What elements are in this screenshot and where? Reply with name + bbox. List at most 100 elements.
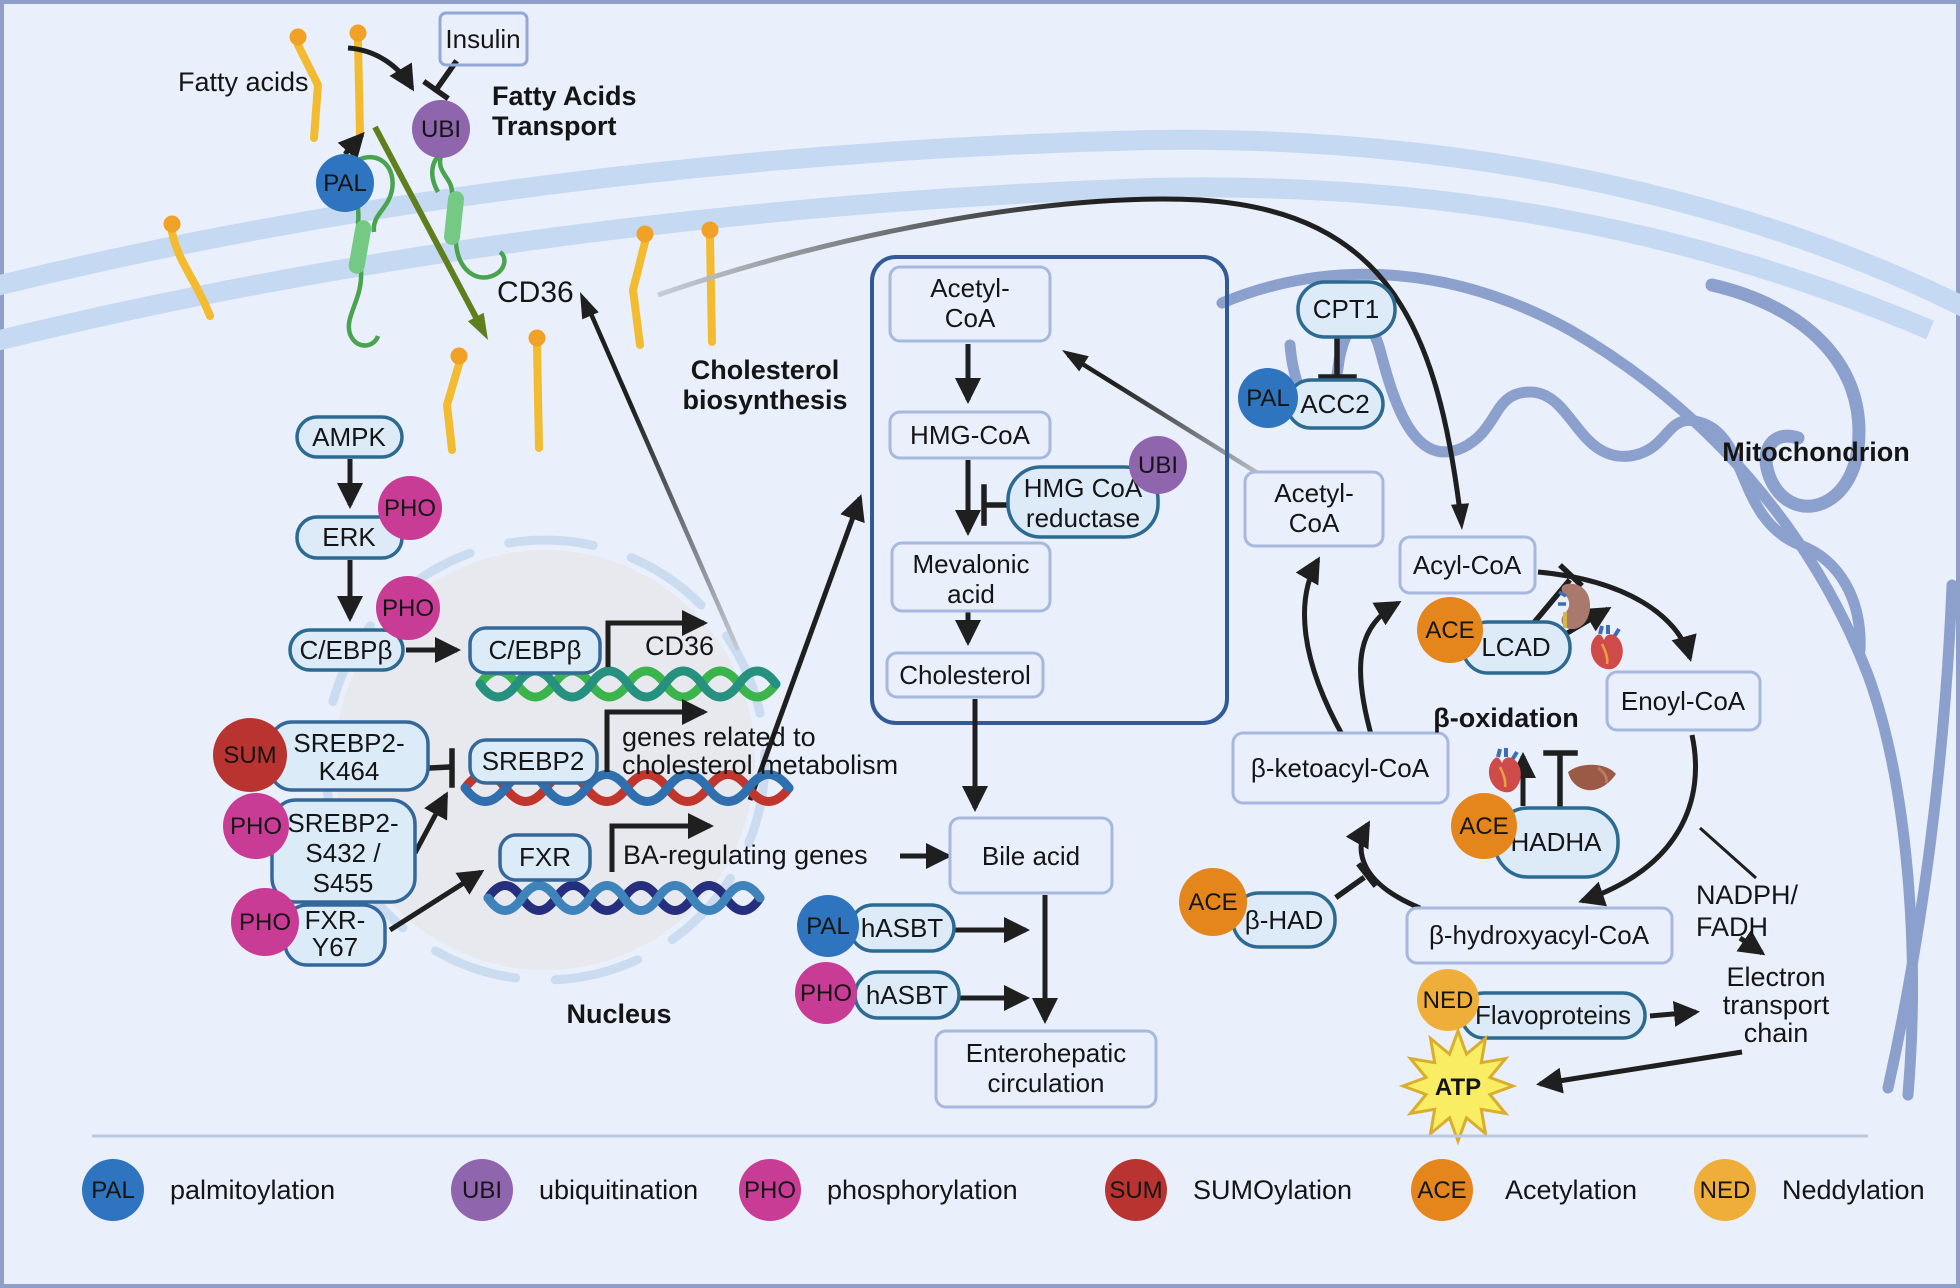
ampk-pill xyxy=(295,415,404,459)
pho-legend-badge xyxy=(739,1159,801,1221)
acyl-coa-label: Acyl-CoA xyxy=(1413,550,1522,580)
etc-label2: transport xyxy=(1723,990,1830,1020)
ketoacyl-box xyxy=(1231,731,1450,805)
hadha-label: HADHA xyxy=(1510,827,1602,857)
transmembrane-domain xyxy=(444,191,464,245)
acetylcoa-to-biosynthesis-arrow xyxy=(1066,353,1274,484)
pho-legend-name: phosphorylation xyxy=(827,1175,1018,1205)
srebp2-s432-label3: S455 xyxy=(313,868,374,898)
sum-badge-label: SUM xyxy=(223,742,276,769)
bile-acid-route: Bile acid hASBT hASBT PAL PHO Enterohepa… xyxy=(795,816,1158,1109)
liver-icon xyxy=(1568,764,1616,791)
hasbt-label: hASBT xyxy=(861,913,943,943)
insulin-box xyxy=(438,11,529,67)
transcription-arrow-srebp2 xyxy=(604,699,708,772)
fatty-acid-icon xyxy=(628,221,719,349)
nadph-label: NADPH/ xyxy=(1696,880,1799,910)
transcription-arrow-fxr xyxy=(609,813,714,872)
fattyacid-to-ubi-arrow xyxy=(347,45,415,92)
pho-badge-label: PHO xyxy=(239,909,291,936)
bhad-inhibition-bar xyxy=(1356,862,1378,888)
atp-label: ATP xyxy=(1435,1074,1481,1101)
enterohepatic-label: Enterohepatic xyxy=(966,1038,1126,1068)
legend-item-pal: PAL palmitoylation xyxy=(82,1159,335,1221)
nucleus-label: Nucleus xyxy=(566,999,671,1029)
cholesterol-genes-label: genes related to xyxy=(622,722,816,752)
pal-legend-abbr: PAL xyxy=(91,1177,135,1204)
pal-badge xyxy=(316,154,374,212)
cd36-gene-label: CD36 xyxy=(645,631,714,661)
hydroxyacyl-to-ketoacyl-arrow xyxy=(1345,820,1421,911)
srebp2-k464-label: SREBP2- xyxy=(293,728,404,758)
pho-badge xyxy=(376,576,440,640)
srebp2-k464-label2: K464 xyxy=(319,756,380,786)
bile-acid-label: Bile acid xyxy=(982,841,1080,871)
ace-legend-badge xyxy=(1411,1159,1473,1221)
ace-badge xyxy=(1417,597,1483,663)
fatty-acid-icon xyxy=(442,329,546,454)
fatty-acids-transport-label: Fatty Acids xyxy=(492,81,637,111)
acetyl-coa-box xyxy=(888,265,1052,343)
biosynthesis-frame xyxy=(870,255,1229,725)
cebpb-pill xyxy=(288,628,405,672)
pal-badge-label: PAL xyxy=(1246,385,1290,412)
nadph-to-etc-arrow xyxy=(1736,929,1766,956)
ned-legend-name: Neddylation xyxy=(1782,1175,1925,1205)
enoyl-coa-box xyxy=(1605,670,1762,732)
cell-membrane xyxy=(0,129,1960,351)
acc2-label: ACC2 xyxy=(1300,389,1369,419)
nadph-label2: FADH xyxy=(1696,912,1768,942)
insulin-inhibition-bar xyxy=(422,79,450,101)
srebp2-box xyxy=(468,738,599,785)
ubi-legend-abbr: UBI xyxy=(462,1177,502,1204)
fatty-acid-icon xyxy=(289,24,367,142)
nucleus-contents: C/EBPβ SREBP2 FXR CD36 genes related to … xyxy=(460,610,898,1029)
cycle-to-nadph-line xyxy=(1699,826,1757,880)
sum-legend-name: SUMOylation xyxy=(1193,1175,1352,1205)
hydroxyacyl-box xyxy=(1405,906,1674,965)
cycle-return-arrow xyxy=(1358,600,1402,739)
hydroxyacyl-label: β-hydroxyacyl-CoA xyxy=(1429,920,1650,950)
pho-badge xyxy=(795,962,857,1024)
etc-to-atp-arrow xyxy=(1536,1049,1743,1094)
pal-badge-label: PAL xyxy=(806,913,850,940)
acetyl-coa-label2: CoA xyxy=(945,303,996,333)
long-range-arrows xyxy=(580,196,1469,801)
cholesterol-biosynthesis: Cholesterol biosynthesis Acetyl- CoA HMG… xyxy=(682,255,1229,812)
mevalonic-label2: acid xyxy=(947,579,995,609)
ubi-legend-name: ubiquitination xyxy=(539,1175,698,1205)
ampk-cascade: AMPK ERK C/EBPβ PHO PHO xyxy=(288,415,461,672)
srebp2-s432-label: SREBP2- xyxy=(287,808,398,838)
pho-badge-label: PHO xyxy=(382,595,434,622)
gene-to-cd36-arrow xyxy=(582,299,741,651)
enterohepatic-box xyxy=(934,1029,1158,1109)
regulator-boxes: SREBP2- K464 SREBP2- S432 / S455 FXR- Y6… xyxy=(213,718,485,967)
hmg-reductase-label2: reductase xyxy=(1026,503,1140,533)
mevalonic-box xyxy=(890,541,1052,613)
ubi-badge xyxy=(412,100,470,158)
legend-item-ned: NED Neddylation xyxy=(1694,1159,1925,1221)
fatty-acid-entry-arrow xyxy=(372,125,482,325)
cholesterol-label: Cholesterol xyxy=(899,660,1031,690)
lcad-inhibition-bar xyxy=(1558,563,1584,588)
pho-legend-abbr: PHO xyxy=(744,1177,796,1204)
erk-label: ERK xyxy=(322,522,376,552)
heart-icon xyxy=(1590,625,1623,670)
etc-label3: chain xyxy=(1744,1018,1809,1048)
fxr-y67-label: FXR- xyxy=(305,905,366,935)
cholesterol-biosynthesis-label: Cholesterol xyxy=(691,355,840,385)
legend: PAL palmitoylation UBI ubiquitination PH… xyxy=(82,1134,1925,1221)
acetyl-coa-mito-box xyxy=(1243,470,1385,548)
pho-badge-label: PHO xyxy=(230,813,282,840)
dna-ba-genes xyxy=(483,881,765,915)
legend-item-ubi: UBI ubiquitination xyxy=(451,1159,698,1221)
acyl-to-enoyl-arrow xyxy=(1537,569,1697,662)
cebpb-nuclear-label: C/EBPβ xyxy=(489,635,582,665)
fattyacid-to-mitochondrion-arrow xyxy=(657,196,1464,521)
fxr-box xyxy=(498,833,592,882)
ace-badge-label: ACE xyxy=(1425,617,1474,644)
atp-star xyxy=(1398,1026,1518,1146)
cebpb-label: C/EBPβ xyxy=(300,635,393,665)
